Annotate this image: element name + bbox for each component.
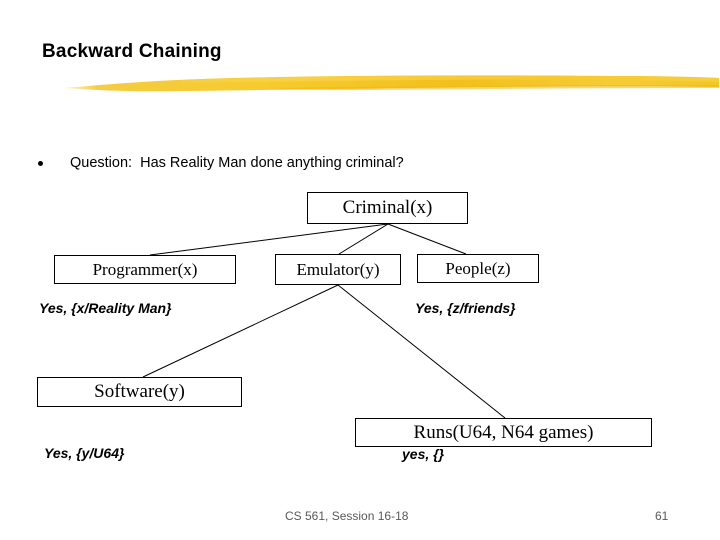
node-software[interactable]: Software(y) (37, 377, 242, 407)
node-people[interactable]: People(z) (417, 254, 539, 283)
substitution-empty: yes, {} (402, 446, 445, 462)
node-runs[interactable]: Runs(U64, N64 games) (355, 418, 652, 447)
title-underline-brushstroke (64, 75, 719, 92)
node-emulator[interactable]: Emulator(y) (275, 254, 401, 285)
question-bullet-row: Question: Has Reality Man done anything … (38, 155, 598, 177)
node-criminal[interactable]: Criminal(x) (307, 192, 468, 224)
edge-criminal-programmer (149, 223, 389, 256)
edge-emulator-software (142, 284, 339, 378)
edge-criminal-emulator (338, 223, 389, 255)
page-title: Backward Chaining (42, 41, 222, 62)
substitution-x: Yes, {x/Reality Man} (39, 300, 172, 316)
substitution-y: Yes, {y/U64} (44, 445, 125, 461)
footer-course-label: CS 561, Session 16-18 (285, 509, 409, 523)
footer-page-number: 61 (655, 509, 669, 523)
question-text: Question: Has Reality Man done anything … (70, 155, 404, 171)
node-programmer[interactable]: Programmer(x) (54, 255, 236, 284)
substitution-z: Yes, {z/friends} (415, 300, 516, 316)
bullet-dot-icon (38, 161, 43, 166)
edge-criminal-people (387, 223, 467, 255)
